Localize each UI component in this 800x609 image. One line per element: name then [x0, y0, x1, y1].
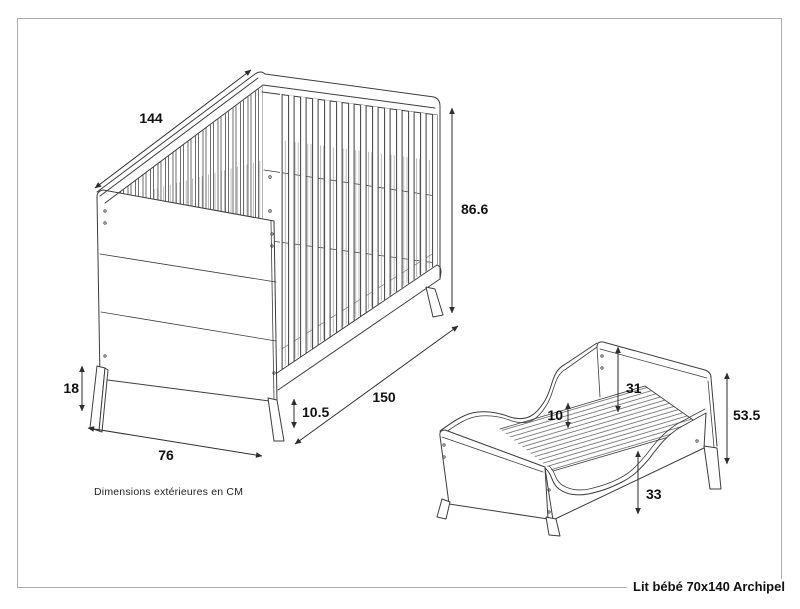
- bed-front-rail: [544, 408, 707, 521]
- crib-dim-length-top-arrow: [94, 69, 252, 189]
- product-title: Lit bébé 70x140 Archipel: [627, 579, 791, 594]
- bed-dimensions: [565, 346, 730, 515]
- crib-drawing: [89, 71, 444, 442]
- crib-dim-total-height: 86.6: [461, 201, 488, 217]
- crib-dim-width-arrow: [87, 426, 263, 458]
- crib-dim-length-top: 144: [139, 110, 163, 126]
- crib-dim-base-length-arrow: [294, 325, 459, 445]
- crib-dimensions: [79, 69, 459, 458]
- crib-dimension-labels: 144 86.6 18 76 10.5 150: [63, 110, 488, 463]
- toddler-bed-drawing: [436, 341, 722, 537]
- bed-dimension-labels: 31 10 53.5 33: [547, 380, 760, 502]
- crib-dim-end-width: 76: [158, 447, 174, 463]
- bed-dim-rail-floor-height: 33: [646, 486, 662, 502]
- crib-dim-base-length: 150: [372, 389, 396, 405]
- bed-footboard: [439, 429, 549, 520]
- bed-dim-slat-frame-height: 10: [547, 407, 563, 423]
- bed-legs: [436, 445, 722, 537]
- bed-dim-total-height: 53.5: [733, 407, 760, 423]
- drawing-border-frame: [17, 18, 782, 588]
- crib-front-bars: [280, 94, 437, 371]
- crib-dim-base-rail-height: 10.5: [302, 404, 329, 420]
- bed-slats: [500, 386, 703, 471]
- units-note: Dimensions extérieures en CM: [94, 486, 244, 498]
- crib-dim-leg-height: 18: [63, 380, 79, 396]
- bed-dim-headboard-above-slats: 31: [626, 380, 642, 396]
- crib-end-panel: [96, 189, 278, 403]
